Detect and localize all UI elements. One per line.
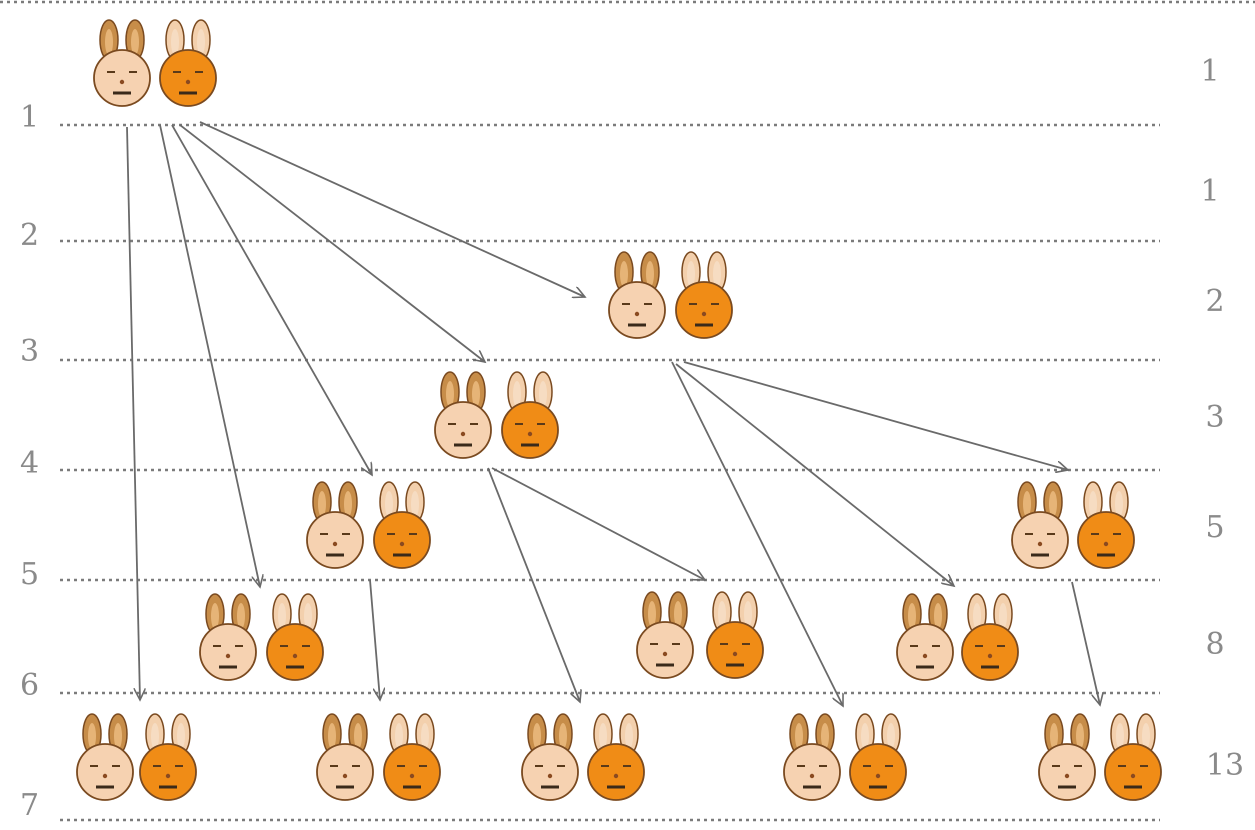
generation-label-3: 3 — [20, 334, 40, 369]
arrow-icon — [369, 579, 380, 700]
pair-count-6: 8 — [1205, 627, 1225, 662]
offspring-arrows — [126, 121, 1100, 706]
generation-label-6: 6 — [20, 668, 40, 703]
pair-count-2: 1 — [1200, 174, 1220, 209]
pair-count-7: 13 — [1205, 748, 1245, 783]
rabbit-pair-icon — [1011, 481, 1135, 569]
rabbit-pair-icon — [608, 251, 733, 339]
rabbit-pairs — [76, 19, 1162, 801]
rabbit-pair-icon — [199, 593, 324, 681]
rabbit-pair-icon — [434, 371, 559, 459]
rabbit-pair-icon — [636, 591, 764, 679]
rabbit-pair-icon — [76, 713, 197, 801]
arrow-icon — [126, 126, 140, 700]
generation-label-7: 7 — [20, 788, 40, 823]
arrow-icon — [491, 467, 705, 580]
pair-count-3: 2 — [1205, 284, 1225, 319]
pair-count-4: 3 — [1205, 400, 1225, 435]
generation-label-1: 1 — [20, 100, 40, 135]
arrow-icon — [487, 467, 580, 702]
rabbit-pair-icon — [521, 713, 645, 801]
pair-count-1: 1 — [1200, 54, 1220, 89]
arrow-icon — [199, 121, 585, 297]
rabbit-pair-icon — [1038, 713, 1162, 801]
rabbit-pair-icon — [896, 593, 1019, 681]
generation-label-2: 2 — [20, 218, 40, 253]
rabbit-pair-icon — [783, 713, 907, 801]
generation-label-5: 5 — [20, 557, 40, 592]
arrow-icon — [1071, 581, 1100, 705]
arrow-icon — [683, 361, 1068, 470]
rabbit-pair-icon — [93, 19, 217, 107]
rabbit-pair-icon — [306, 481, 431, 569]
arrow-icon — [159, 124, 260, 587]
arrow-icon — [675, 363, 954, 586]
arrow-icon — [171, 124, 372, 475]
pair-count-5: 5 — [1205, 510, 1225, 545]
generation-label-4: 4 — [20, 446, 40, 481]
rabbit-pair-icon — [316, 713, 441, 801]
arrow-icon — [671, 361, 843, 706]
arrow-icon — [179, 124, 485, 362]
